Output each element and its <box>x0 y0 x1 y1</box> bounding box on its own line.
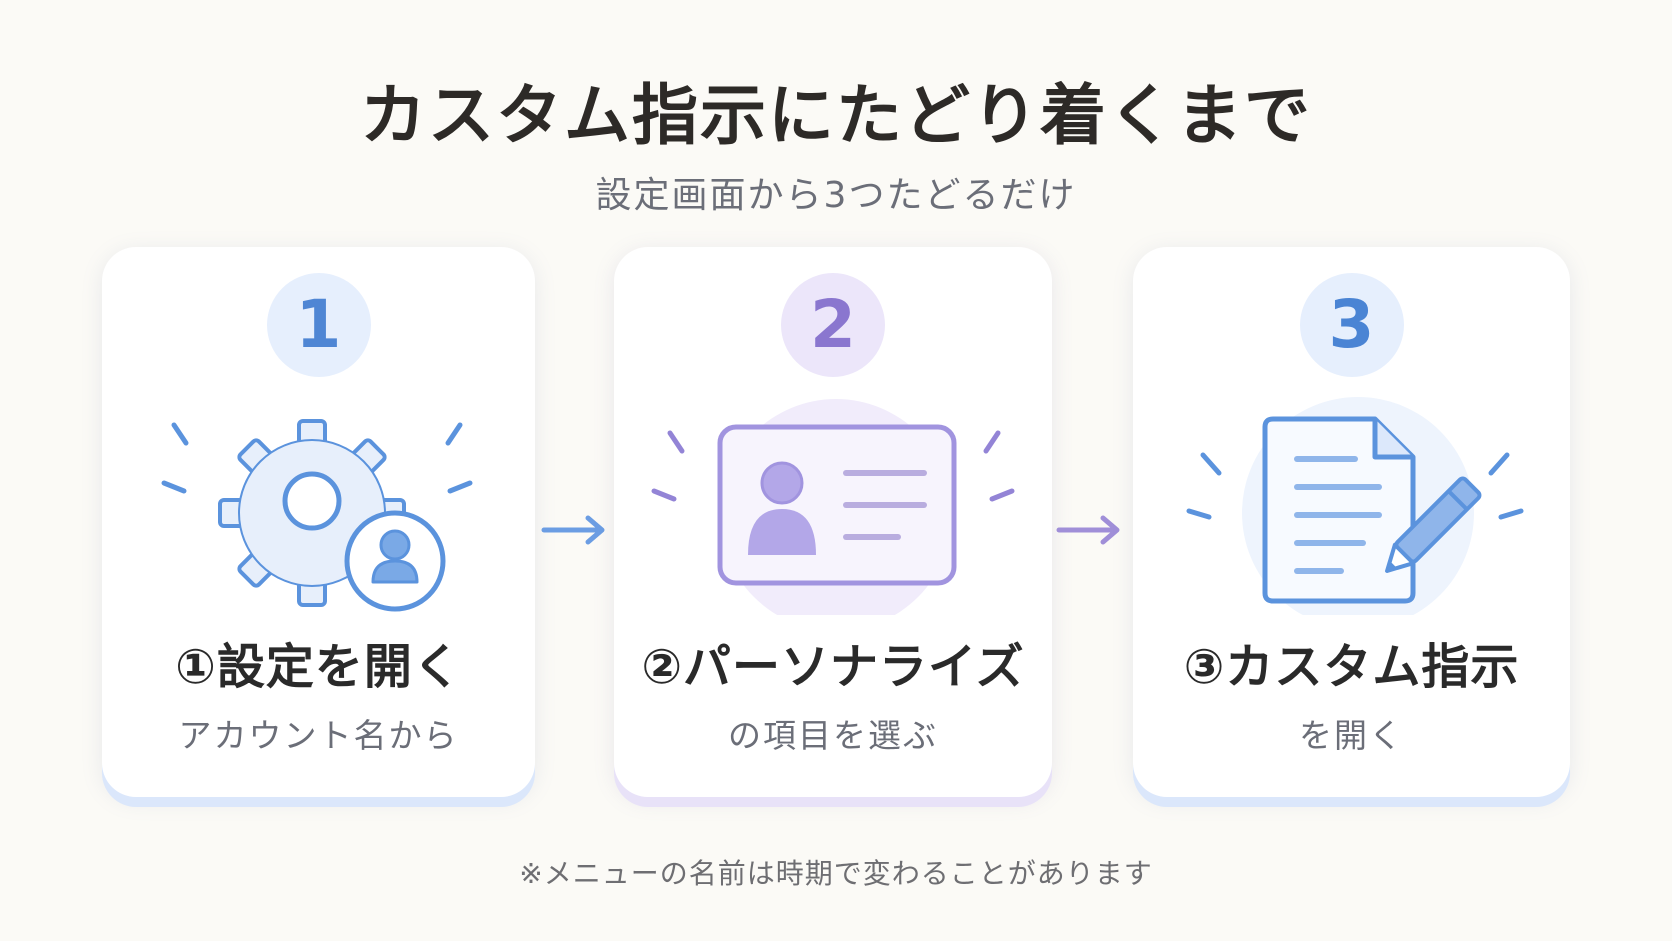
step-number-badge-2: 2 <box>781 273 885 377</box>
step-title-1: ①設定を開く <box>175 639 462 695</box>
profile-card-icon <box>651 399 1015 615</box>
page-title: カスタム指示にたどり着くまで <box>360 77 1312 154</box>
step-subtitle-2: の項目を選ぶ <box>728 716 938 755</box>
footnote: ※メニューの名前は時期で変わることがあります <box>519 857 1153 890</box>
step-number-badge-3: 3 <box>1299 273 1404 377</box>
arrow-right-icon <box>541 515 605 545</box>
gear-with-user-icon <box>161 419 473 612</box>
step-card-3: 3 ③カスタム指示 を開く <box>1133 247 1570 797</box>
document-pencil-icon <box>1186 397 1524 615</box>
step-title-2: ②パーソナライズ <box>641 639 1025 695</box>
step-number-badge-1: 1 <box>266 273 371 377</box>
page-subtitle: 設定画面から3つたどるだけ <box>595 175 1077 216</box>
step-card-2: 2 ②パーソナライズ の項目を選ぶ <box>614 247 1052 797</box>
step-card-1: 1 <box>102 247 535 797</box>
step-title-3: ③カスタム指示 <box>1183 639 1520 695</box>
step-subtitle-3: を開く <box>1299 716 1404 755</box>
arrow-right-icon <box>1056 515 1120 545</box>
step-subtitle-1: アカウント名から <box>178 716 459 755</box>
